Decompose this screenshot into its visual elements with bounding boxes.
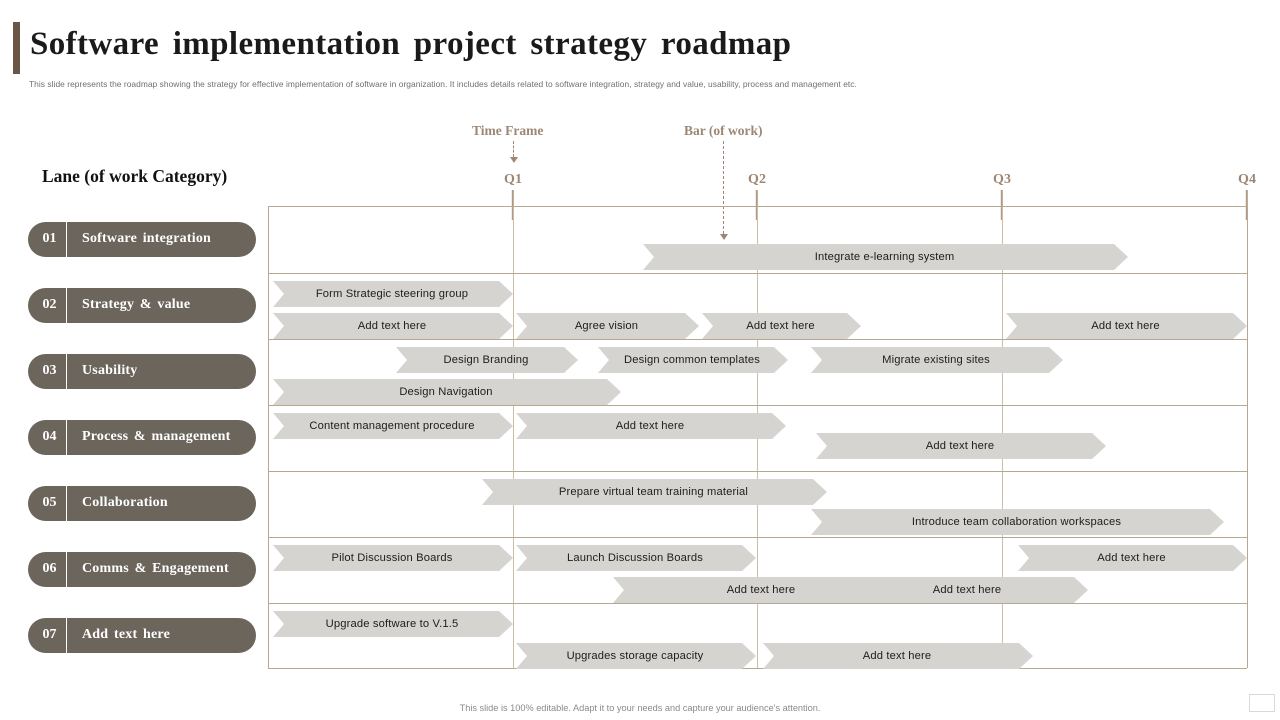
lane-category-header: Lane (of work Category) [42,166,228,186]
quarter-label-q2: Q2 [748,172,766,187]
work-bar[interactable]: Add text here [273,313,513,339]
quarter-tick-q1 [511,190,515,220]
lane-label: Usability [82,363,138,378]
lane-row: Integrate e-learning system [268,207,1247,273]
work-bar[interactable]: Pilot Discussion Boards [273,545,513,571]
lane-number: 04 [33,419,67,455]
work-bar[interactable]: Introduce team collaboration workspaces [811,509,1224,535]
work-bar[interactable]: Upgrades storage capacity [516,643,756,669]
work-bar[interactable]: Upgrade software to V.1.5 [273,611,513,637]
footer-note: This slide is 100% editable. Adapt it to… [459,703,821,713]
corner-placeholder-box [1249,694,1275,712]
lane-pill-software-integration[interactable]: 01 Software integration [28,221,256,257]
callout-time-frame-label: Time Frame [472,123,544,138]
lane-label: Software integration [82,231,211,246]
work-bar[interactable]: Add text here [516,413,786,439]
lane-pill-collaboration[interactable]: 05 Collaboration [28,485,256,521]
quarter-label-q3: Q3 [993,172,1011,187]
quarter-tick-q3 [1000,190,1004,220]
lane-label: Comms & Engagement [82,561,229,576]
work-bar[interactable]: Launch Discussion Boards [516,545,756,571]
grid-vline-q1 [513,207,514,668]
work-bar[interactable]: Add text here [702,313,861,339]
work-bar[interactable]: Add text here [763,643,1033,669]
quarter-tick-q4 [1245,190,1249,220]
lane-label: Add text here [82,627,170,642]
work-bar[interactable]: Content management procedure [273,413,513,439]
lane-number: 02 [33,287,67,323]
slide-subtitle: This slide represents the roadmap showin… [29,79,857,89]
lane-row: Design Branding Design common templates Mi… [268,339,1247,405]
work-bar[interactable]: Integrate e-learning system [643,244,1128,270]
callout-bar-of-work-label: Bar (of work) [684,123,763,138]
lane-pill-process-management[interactable]: 04 Process & management [28,419,256,455]
lane-label: Collaboration [82,495,168,510]
lane-pill-usability[interactable]: 03 Usability [28,353,256,389]
work-bar[interactable]: Design common templates [598,347,788,373]
work-bar[interactable]: Design Navigation [273,379,621,405]
work-bar[interactable]: Design Branding [396,347,578,373]
work-bar[interactable]: Agree vision [516,313,699,339]
work-bar[interactable]: Prepare virtual team training material [482,479,827,505]
lane-pill-strategy-value[interactable]: 02 Strategy & value [28,287,256,323]
quarter-tick-q2 [755,190,759,220]
work-bar[interactable]: Add text here [816,433,1106,459]
work-bar[interactable]: Add text here [1018,545,1247,571]
grid-vline-left [268,207,270,668]
lane-pill-add-text-here[interactable]: 07 Add text here [28,617,256,653]
lane-pill-comms-engagement[interactable]: 06 Comms & Engagement [28,551,256,587]
grid-vline-q4 [1247,207,1249,668]
lane-number: 03 [33,353,67,389]
lane-number: 07 [33,617,67,653]
lane-label: Strategy & value [82,297,191,312]
quarter-label-q4: Q4 [1238,172,1256,187]
lane-number: 06 [33,551,67,587]
lane-number: 05 [33,485,67,521]
work-bar[interactable]: Add text here [1006,313,1247,339]
work-bar[interactable]: Migrate existing sites [811,347,1063,373]
quarter-label-q1: Q1 [504,172,522,187]
lane-number: 01 [33,221,67,257]
work-bar[interactable]: Form Strategic steering group [273,281,513,307]
work-bar[interactable]: Add text here [848,577,1088,603]
lane-label: Process & management [82,429,231,444]
title-accent-bar [13,22,20,74]
page-title: Software implementation project strategy… [30,26,792,62]
